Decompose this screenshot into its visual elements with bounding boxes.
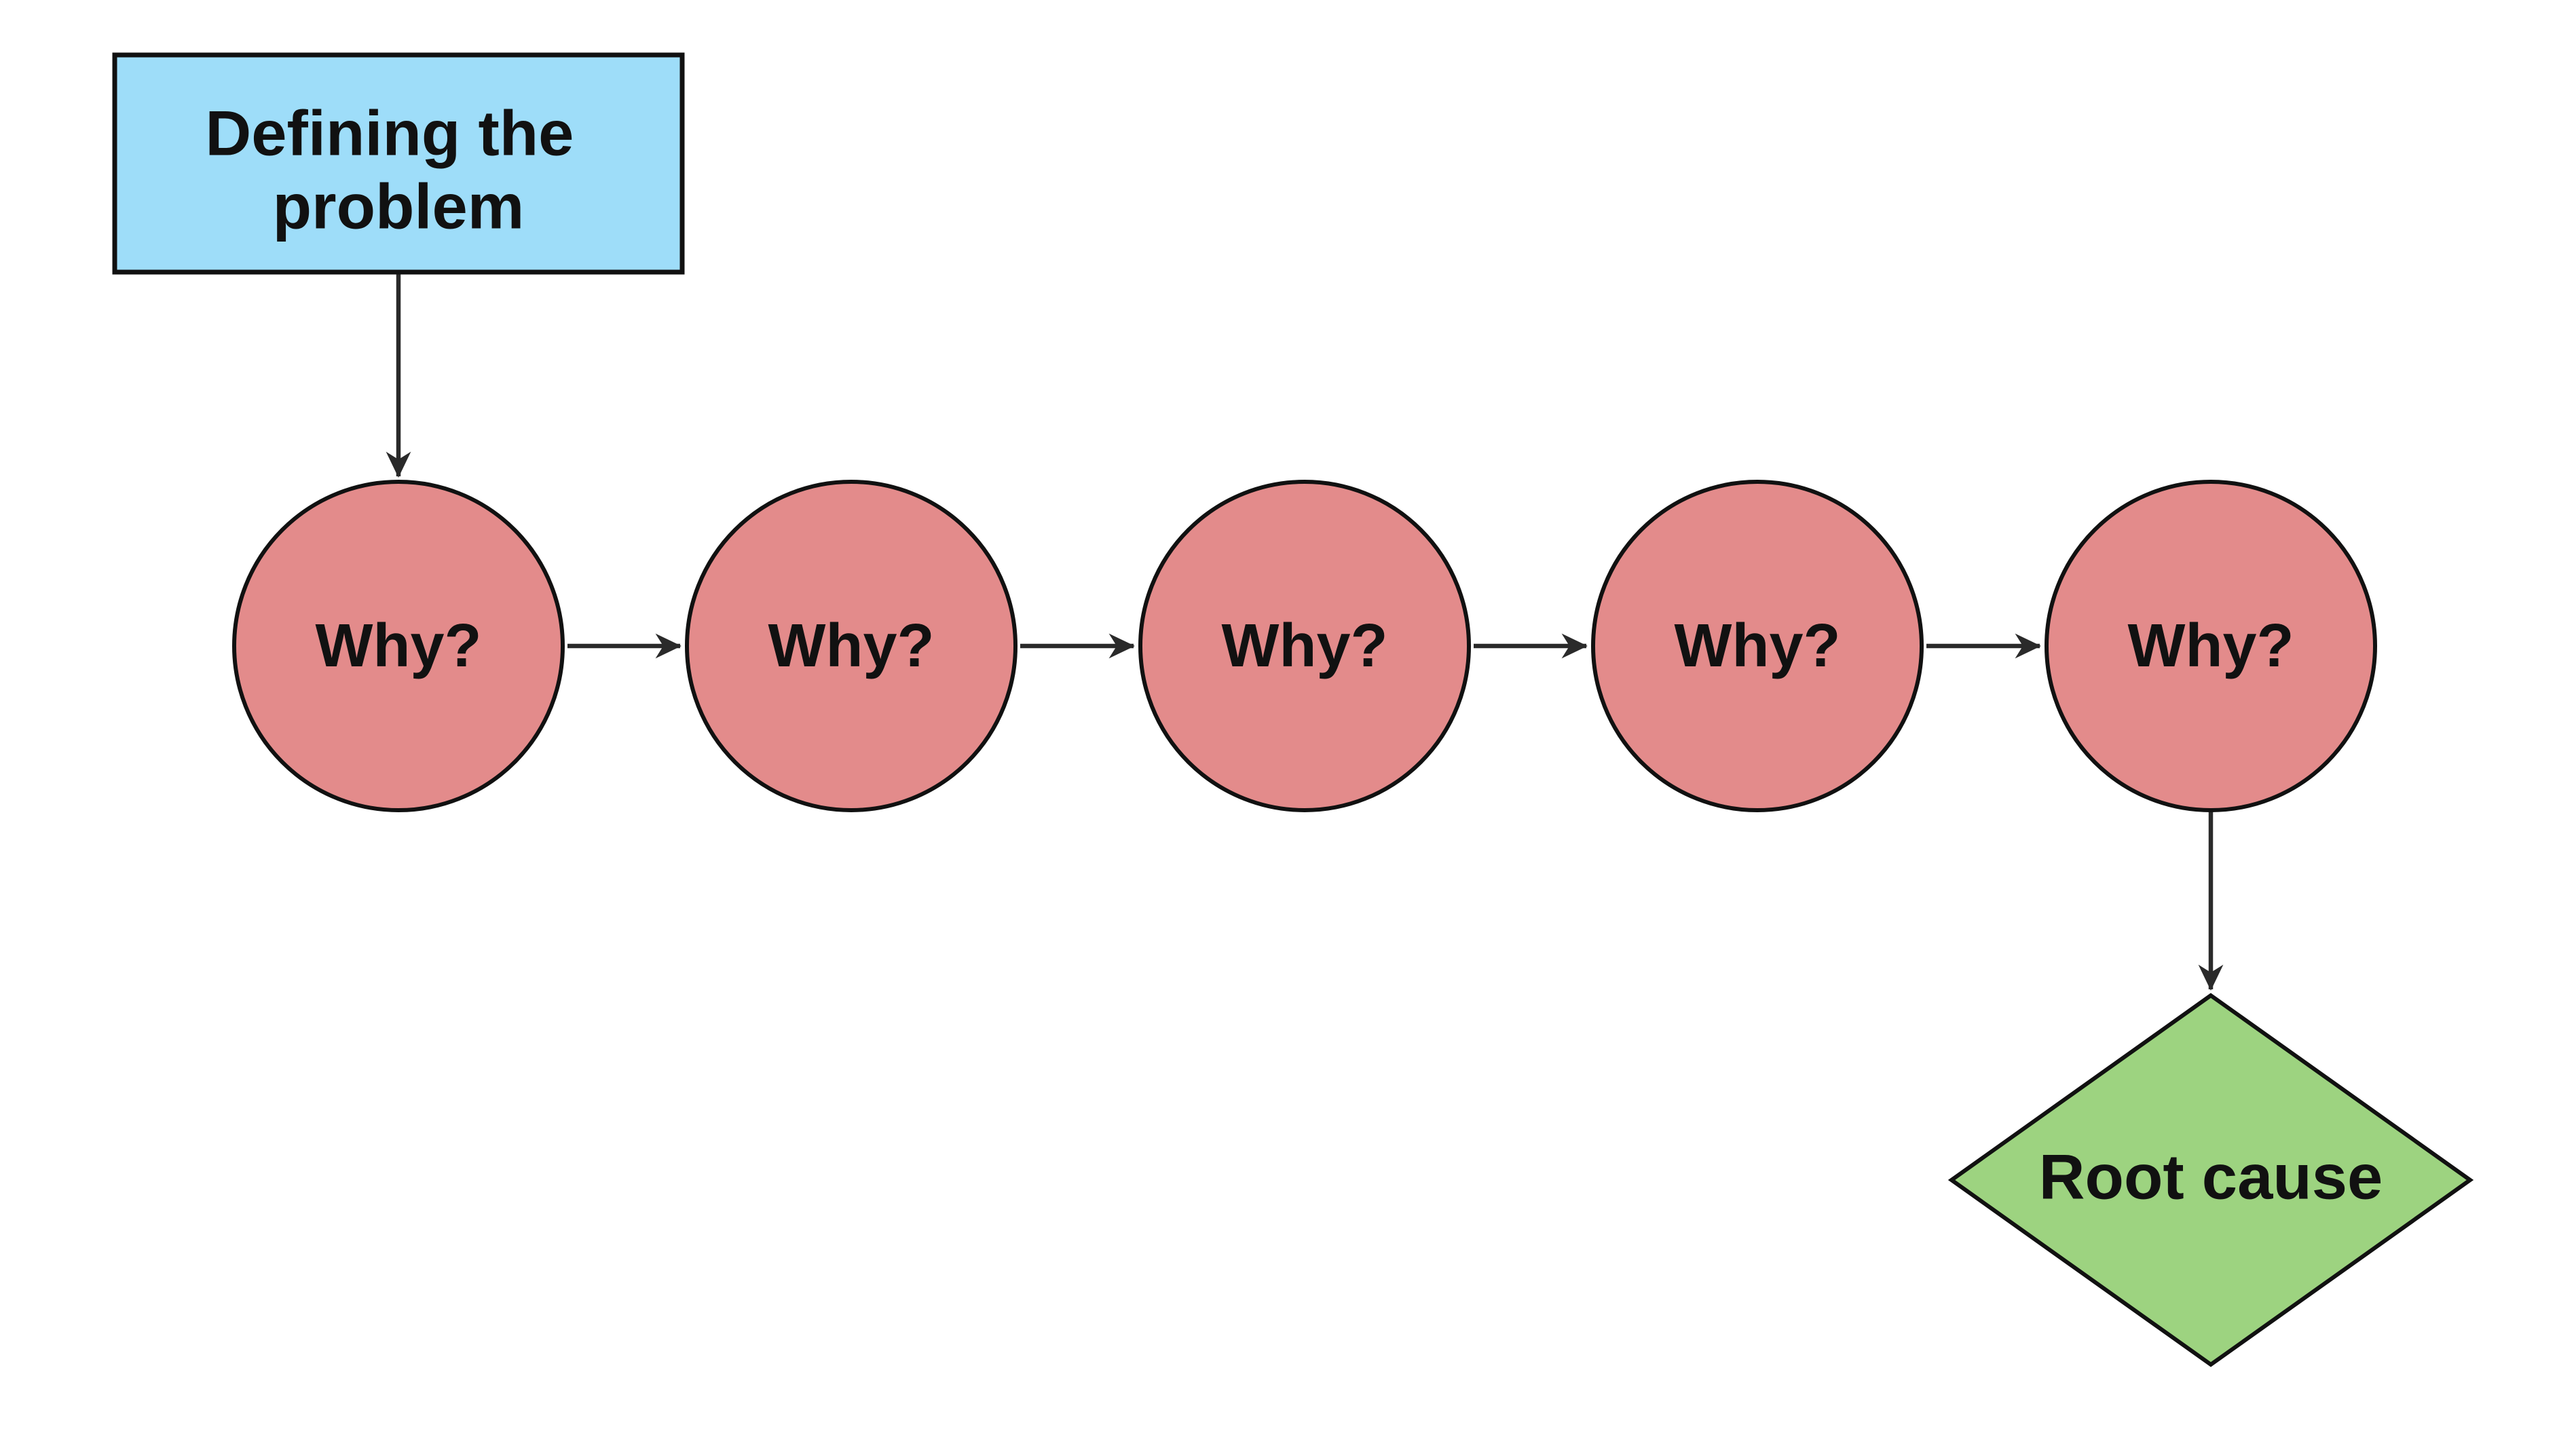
why-label-5: Why? <box>2128 612 2294 680</box>
why-circle-5 <box>2045 480 2377 812</box>
node-root-cause: Root cause <box>1947 993 2474 1367</box>
node-why-5: Why? <box>2045 480 2377 812</box>
root-cause-diamond <box>1947 993 2474 1367</box>
node-why-1: Why? <box>232 480 565 812</box>
root-cause-label: Root cause <box>2039 1141 2383 1213</box>
problem-label: Defining the problem <box>205 75 591 242</box>
why-circle-2 <box>685 480 1018 812</box>
why-circle-4 <box>1591 480 1924 812</box>
why-label-4: Why? <box>1675 612 1841 680</box>
why-circle-3 <box>1138 480 1471 812</box>
why-label-3: Why? <box>1222 612 1388 680</box>
node-why-3: Why? <box>1138 480 1471 812</box>
problem-box <box>112 52 685 275</box>
why-label-1: Why? <box>316 612 482 680</box>
node-defining-problem: Defining the problem <box>112 52 685 275</box>
why-label-2: Why? <box>768 612 935 680</box>
node-why-4: Why? <box>1591 480 1924 812</box>
why-circle-1 <box>232 480 565 812</box>
node-why-2: Why? <box>685 480 1018 812</box>
